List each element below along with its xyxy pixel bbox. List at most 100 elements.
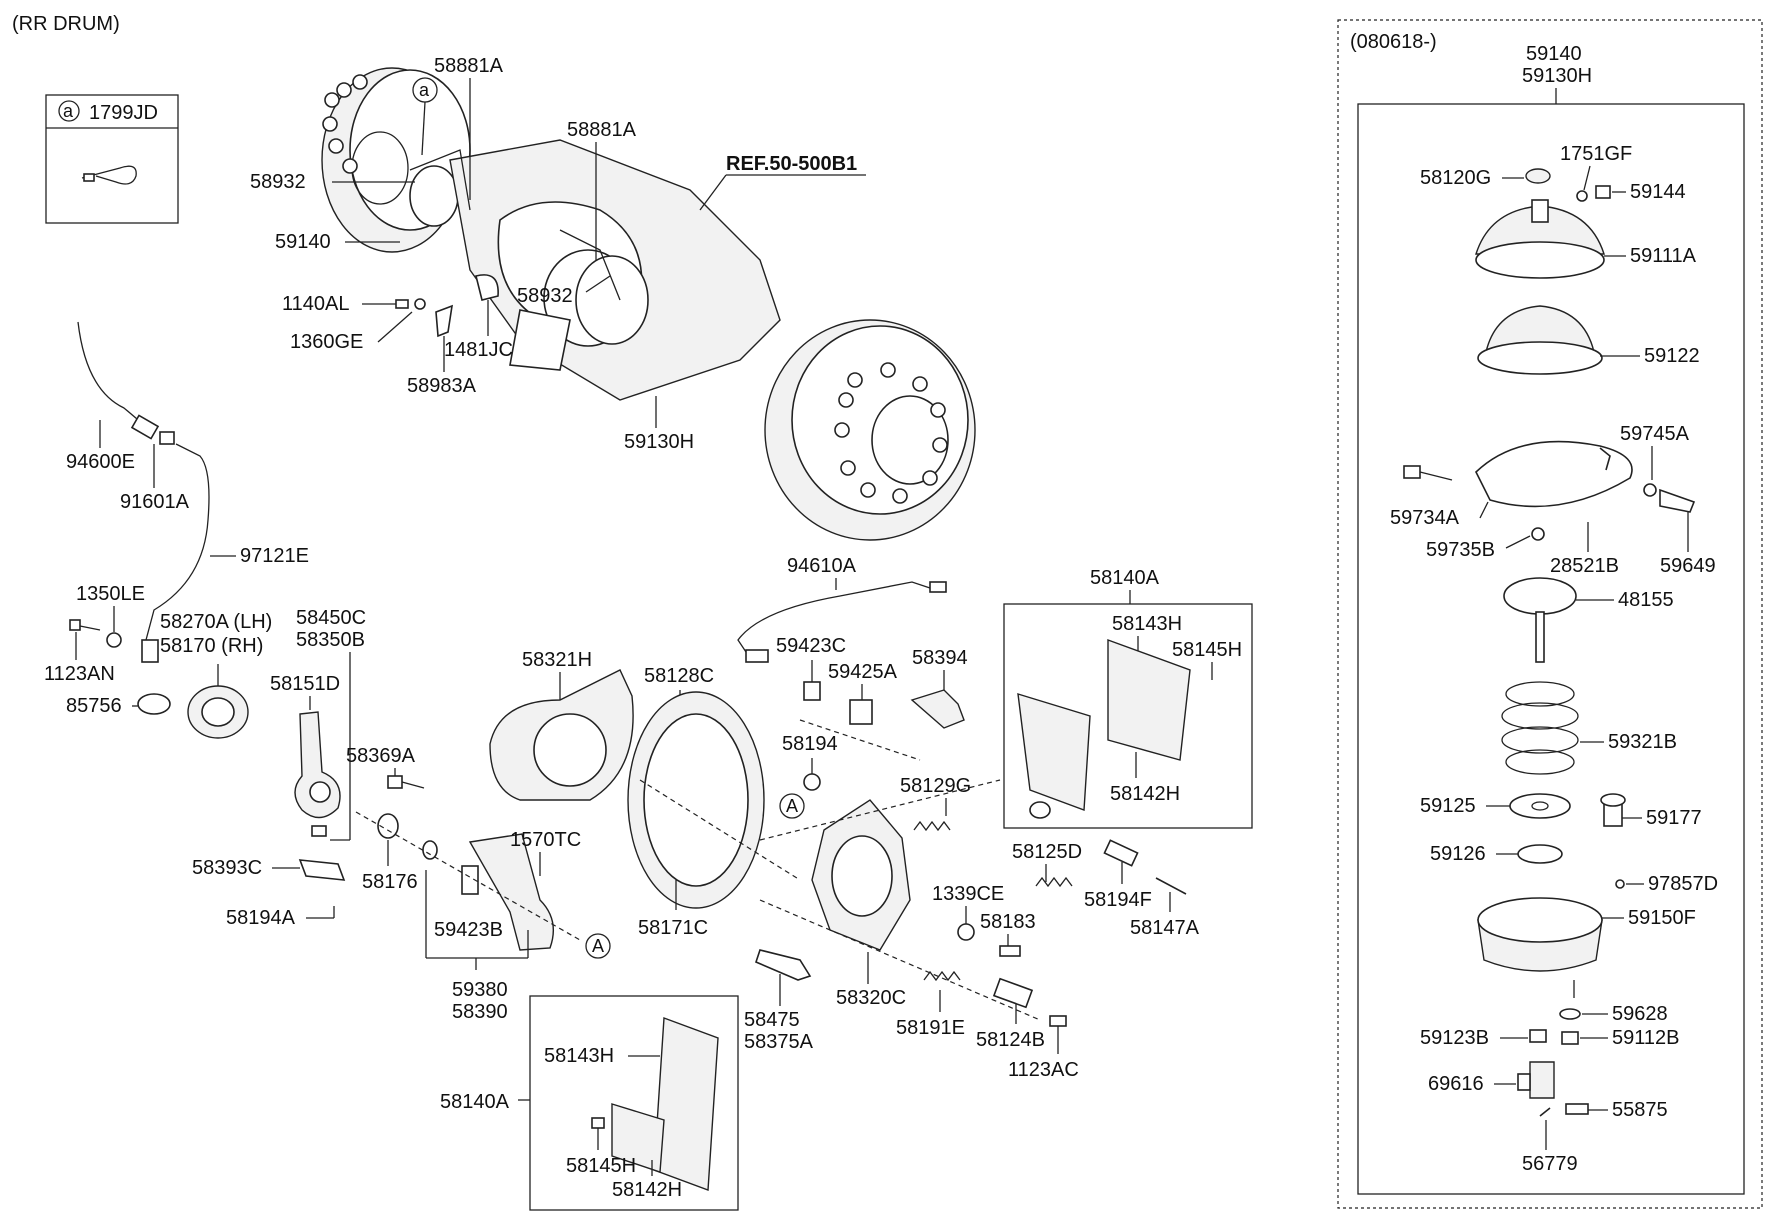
- label-59423B: 59423B: [434, 919, 503, 941]
- label-59628: 59628: [1612, 1003, 1668, 1025]
- label-58881A-1: 58881A: [434, 55, 504, 77]
- label-58147A: 58147A: [1130, 917, 1200, 939]
- label-1123AC: 1123AC: [1008, 1059, 1079, 1081]
- right-hub-nuts-icon: [834, 362, 948, 504]
- label-1751GF: 1751GF: [1560, 143, 1632, 165]
- label-58171C: 58171C: [638, 917, 708, 939]
- label-58145H-2: 58145H: [566, 1155, 636, 1177]
- label-59649: 59649: [1660, 555, 1716, 577]
- label-58450C: 58450C: [296, 607, 366, 629]
- label-1481JC: 1481JC: [444, 339, 513, 361]
- label-58129G: 58129G: [900, 775, 971, 797]
- label-58983A: 58983A: [407, 375, 477, 397]
- note-box: a 1799JD: [45, 94, 179, 224]
- label-58932-1: 58932: [250, 171, 306, 193]
- label-58191E: 58191E: [896, 1017, 965, 1039]
- label-58170: 58170 (RH): [160, 635, 263, 657]
- label-58390: 58390: [452, 1001, 508, 1023]
- label-48155: 48155: [1618, 589, 1674, 611]
- label-58124B: 58124B: [976, 1029, 1045, 1051]
- label-59130H-2: 59130H: [1522, 65, 1592, 87]
- label-58369A: 58369A: [346, 745, 416, 767]
- label-58320C: 58320C: [836, 987, 906, 1009]
- rear-axle-assembly: [321, 67, 976, 541]
- abs-sensor-group: 94600E 91601A 97121E 1350LE 1123AN 58270…: [44, 321, 309, 739]
- marker-A-2: A: [786, 796, 798, 816]
- axle-callouts: a 58881A 58932 59140 1140AL 1360GE 58983…: [250, 55, 866, 453]
- label-58881A-2: 58881A: [567, 119, 637, 141]
- label-58145H-1: 58145H: [1172, 639, 1242, 661]
- label-59125: 59125: [1420, 795, 1476, 817]
- label-1339CE: 1339CE: [932, 883, 1004, 905]
- label-58394: 58394: [912, 647, 968, 669]
- label-58475: 58475: [744, 1009, 800, 1031]
- label-58932-2: 58932: [517, 285, 573, 307]
- label-58142H-1: 58142H: [1110, 783, 1180, 805]
- label-58142H-2: 58142H: [612, 1179, 682, 1201]
- note-part-number: 1799JD: [89, 102, 158, 124]
- label-59321B: 59321B: [1608, 731, 1677, 753]
- marker-A-1: A: [592, 936, 604, 956]
- label-59123B: 59123B: [1420, 1027, 1489, 1049]
- label-59140-2: 59140: [1526, 43, 1582, 65]
- label-58194: 58194: [782, 733, 838, 755]
- label-59150F: 59150F: [1628, 907, 1696, 929]
- label-1140AL: 1140AL: [282, 293, 349, 315]
- label-58140A-2: 58140A: [440, 1091, 510, 1113]
- label-58393C: 58393C: [192, 857, 262, 879]
- label-58194A: 58194A: [226, 907, 296, 929]
- shoe-kit-box-upper: 58140A 58143H 58145H 58142H 58194F 58147…: [1003, 567, 1253, 939]
- label-56779: 56779: [1522, 1153, 1578, 1175]
- label-97121E: 97121E: [240, 545, 309, 567]
- shoe-kit-box-lower: 58140A 58143H 58145H 58142H: [440, 995, 739, 1211]
- label-59140-1: 59140: [275, 231, 331, 253]
- label-94600E: 94600E: [66, 451, 135, 473]
- label-59735B: 59735B: [1426, 539, 1495, 561]
- label-91601A: 91601A: [120, 491, 190, 513]
- label-58140A-1: 58140A: [1090, 567, 1160, 589]
- label-58128C: 58128C: [644, 665, 714, 687]
- label-59126: 59126: [1430, 843, 1486, 865]
- label-1360GE: 1360GE: [290, 331, 363, 353]
- spring-icon: [1501, 681, 1579, 775]
- label-58143H-2: 58143H: [544, 1045, 614, 1067]
- label-85756: 85756: [66, 695, 122, 717]
- ref-label: REF.50-500B1: [726, 153, 857, 175]
- label-97857D: 97857D: [1648, 873, 1718, 895]
- label-59111A: 59111A: [1630, 245, 1697, 267]
- label-1570TC: 1570TC: [510, 829, 581, 851]
- label-58321H: 58321H: [522, 649, 592, 671]
- label-59130H-1: 59130H: [624, 431, 694, 453]
- label-69616: 69616: [1428, 1073, 1484, 1095]
- label-58350B: 58350B: [296, 629, 365, 651]
- spider-group: 94610A 59423C 59425A 58394 58194 A 58129…: [737, 555, 1082, 1081]
- note-key: a: [63, 101, 74, 121]
- label-58176: 58176: [362, 871, 418, 893]
- label-59425A: 59425A: [828, 661, 898, 683]
- label-58143H-1: 58143H: [1112, 613, 1182, 635]
- left-hub-bolts-icon: [322, 74, 368, 174]
- label-59122: 59122: [1644, 345, 1700, 367]
- label-58125D: 58125D: [1012, 841, 1082, 863]
- label-58120G: 58120G: [1420, 167, 1491, 189]
- label-94610A: 94610A: [787, 555, 857, 577]
- label-59112B: 59112B: [1612, 1027, 1679, 1049]
- backing-plate-group: 58321H 58128C 58171C: [489, 649, 801, 939]
- marker-a: a: [419, 80, 430, 100]
- slack-adjuster-group: 58450C 58350B 58151D 58369A 58393C 58194…: [192, 607, 611, 1023]
- label-28521B: 28521B: [1550, 555, 1619, 577]
- brake-chamber-detail: (080618-) 59140 59130H 58120G 1751GF 591…: [1337, 19, 1763, 1209]
- label-58151D: 58151D: [270, 673, 340, 695]
- label-59745A: 59745A: [1620, 423, 1690, 445]
- label-58375A: 58375A: [744, 1031, 814, 1053]
- label-58270A: 58270A (LH): [160, 611, 272, 633]
- label-59734A: 59734A: [1390, 507, 1460, 529]
- label-55875: 55875: [1612, 1099, 1668, 1121]
- cable-tie-icon: [81, 165, 137, 185]
- label-58194F: 58194F: [1084, 889, 1152, 911]
- label-59177: 59177: [1646, 807, 1702, 829]
- label-58183: 58183: [980, 911, 1036, 933]
- label-1350LE: 1350LE: [76, 583, 145, 605]
